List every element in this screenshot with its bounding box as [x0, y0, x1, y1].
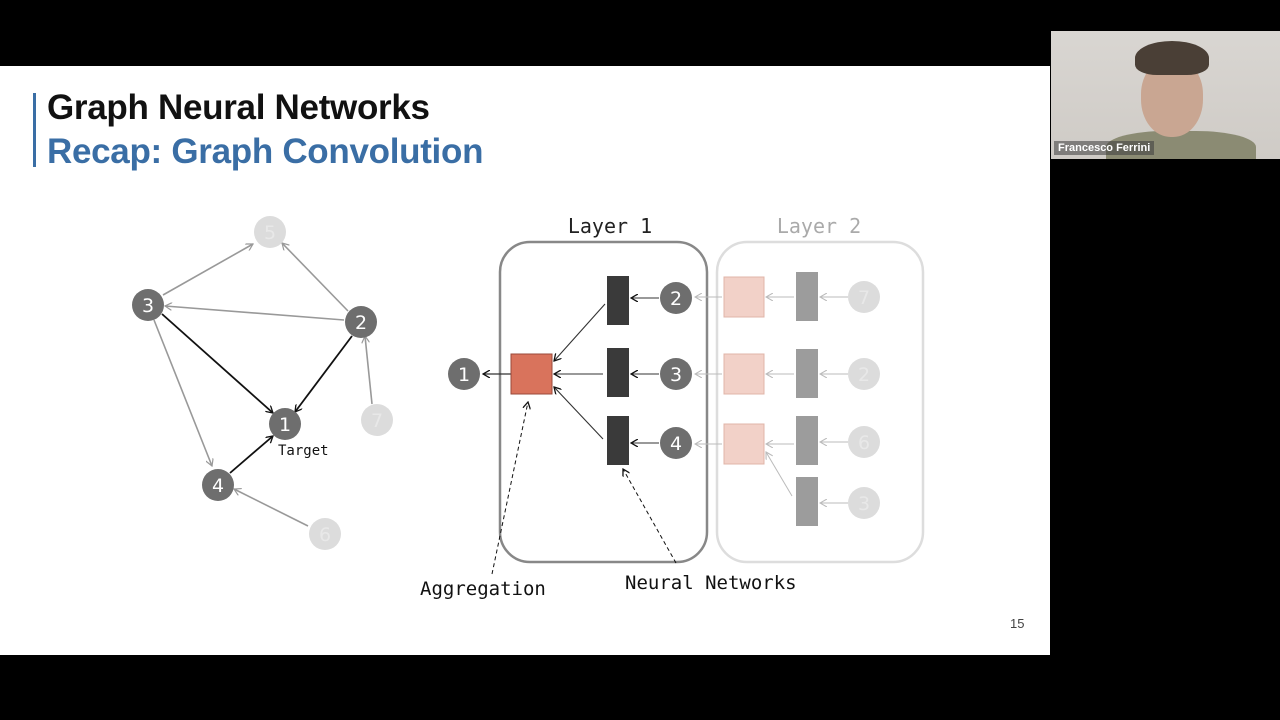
edge-2-1	[295, 335, 353, 412]
neural-network-block	[607, 416, 629, 465]
graph-node-3: 3	[132, 289, 164, 321]
webcam-video[interactable]: Francesco Ferrini	[1051, 31, 1280, 159]
edge-3-1	[161, 313, 273, 413]
edge-7-2	[365, 336, 373, 405]
layer2-input-node: 6	[848, 426, 880, 458]
layer2-input-node-label: 6	[858, 432, 870, 454]
neural-network-block	[607, 348, 629, 397]
neural-network-block-faded	[796, 272, 818, 321]
neural-networks-label: Neural Networks	[625, 572, 797, 594]
network-nodes: 1 2 3 4 7 2 6 3	[448, 281, 880, 519]
graph-node-5-label: 5	[264, 222, 276, 244]
graph-node-3-label: 3	[142, 295, 154, 317]
aggregation-label: Aggregation	[420, 578, 546, 600]
graph-node-6-label: 6	[319, 524, 331, 546]
graph-node-1-circle	[269, 408, 301, 440]
diagram: 1 2 3 4 5 6 7 Target Layer 1 Layer 2	[132, 214, 925, 600]
target-label: Target	[278, 443, 329, 459]
layer1-input-node-circle	[660, 282, 692, 314]
layer2-input-node: 2	[848, 358, 880, 390]
graph-nodes: 1 2 3 4 5 6 7	[132, 216, 393, 550]
graph-node-4-circle	[202, 469, 234, 501]
layer1-input-node: 4	[660, 427, 692, 459]
neural-network-block-faded	[796, 477, 818, 526]
neural-network-block	[607, 276, 629, 325]
layer1-input-node-label: 4	[670, 433, 682, 455]
edge-2-3	[165, 306, 345, 321]
graph-node-6: 6	[309, 518, 341, 550]
output-node: 1	[448, 358, 480, 390]
participant-name: Francesco Ferrini	[1054, 141, 1155, 155]
output-node-label: 1	[458, 364, 470, 386]
graph-node-2: 2	[345, 306, 377, 338]
graph-node-6-circle	[309, 518, 341, 550]
layer2-input-node: 3	[848, 487, 880, 519]
layer1-label: Layer 1	[568, 214, 652, 238]
graph-node-7-circle	[361, 404, 393, 436]
layer1-input-node-label: 3	[670, 364, 682, 386]
aggregation-pointer	[491, 402, 528, 575]
edge-3-4	[153, 319, 212, 466]
neural-networks-pointer	[623, 469, 677, 564]
layer2-box	[715, 240, 925, 564]
graph-node-5-circle	[254, 216, 286, 248]
person-hair	[1135, 41, 1209, 75]
edge-4-1	[229, 436, 273, 474]
layer1-input-node-circle	[660, 358, 692, 390]
aggregation-box-faded	[723, 423, 765, 465]
neural-network-block-faded	[796, 349, 818, 398]
layer2-input-node: 7	[848, 281, 880, 313]
layer2-label: Layer 2	[777, 214, 861, 238]
layer2-input-node-circle	[848, 426, 880, 458]
aggregation-box-faded	[723, 353, 765, 395]
aggregation-box	[510, 353, 553, 395]
edge-2-5	[282, 243, 349, 312]
neural-network-block-faded	[796, 416, 818, 465]
graph-node-7: 7	[361, 404, 393, 436]
arrow-nn-to-agg	[554, 303, 606, 361]
graph-node-2-circle	[345, 306, 377, 338]
edge-3-5	[162, 243, 253, 296]
edge-6-4	[234, 489, 309, 527]
page-number: 15	[1010, 616, 1025, 631]
arrow-nn-to-agg-faded	[766, 452, 793, 497]
layer1-input-node-label: 2	[670, 288, 682, 310]
aggregation-box-faded	[723, 276, 765, 318]
graph-node-1-label: 1	[279, 414, 291, 436]
graph-node-7-label: 7	[371, 410, 383, 432]
layer1-box	[498, 240, 709, 564]
layer1-input-node-circle	[660, 427, 692, 459]
slide-subtitle: Recap: Graph Convolution	[47, 132, 484, 171]
slide: Graph Neural Networks Recap: Graph Convo…	[0, 66, 1050, 655]
slide-title: Graph Neural Networks	[47, 88, 430, 127]
graph-node-3-circle	[132, 289, 164, 321]
layer2-input-node-circle	[848, 281, 880, 313]
layer2-input-node-label: 7	[858, 287, 870, 309]
output-node-circle	[448, 358, 480, 390]
layer2-input-node-label: 3	[858, 493, 870, 515]
graph-node-5: 5	[254, 216, 286, 248]
graph-node-4: 4	[202, 469, 234, 501]
layer1-input-node: 2	[660, 282, 692, 314]
title-accent-bar	[33, 93, 36, 167]
graph-node-2-label: 2	[355, 312, 367, 334]
layer2-input-node-label: 2	[858, 364, 870, 386]
layer2-input-node-circle	[848, 487, 880, 519]
graph-node-1: 1	[269, 408, 301, 440]
graph-edges	[153, 243, 373, 527]
layer2-input-node-circle	[848, 358, 880, 390]
arrow-nn-to-agg	[554, 387, 604, 440]
graph-node-4-label: 4	[212, 475, 224, 497]
layer1-input-node: 3	[660, 358, 692, 390]
